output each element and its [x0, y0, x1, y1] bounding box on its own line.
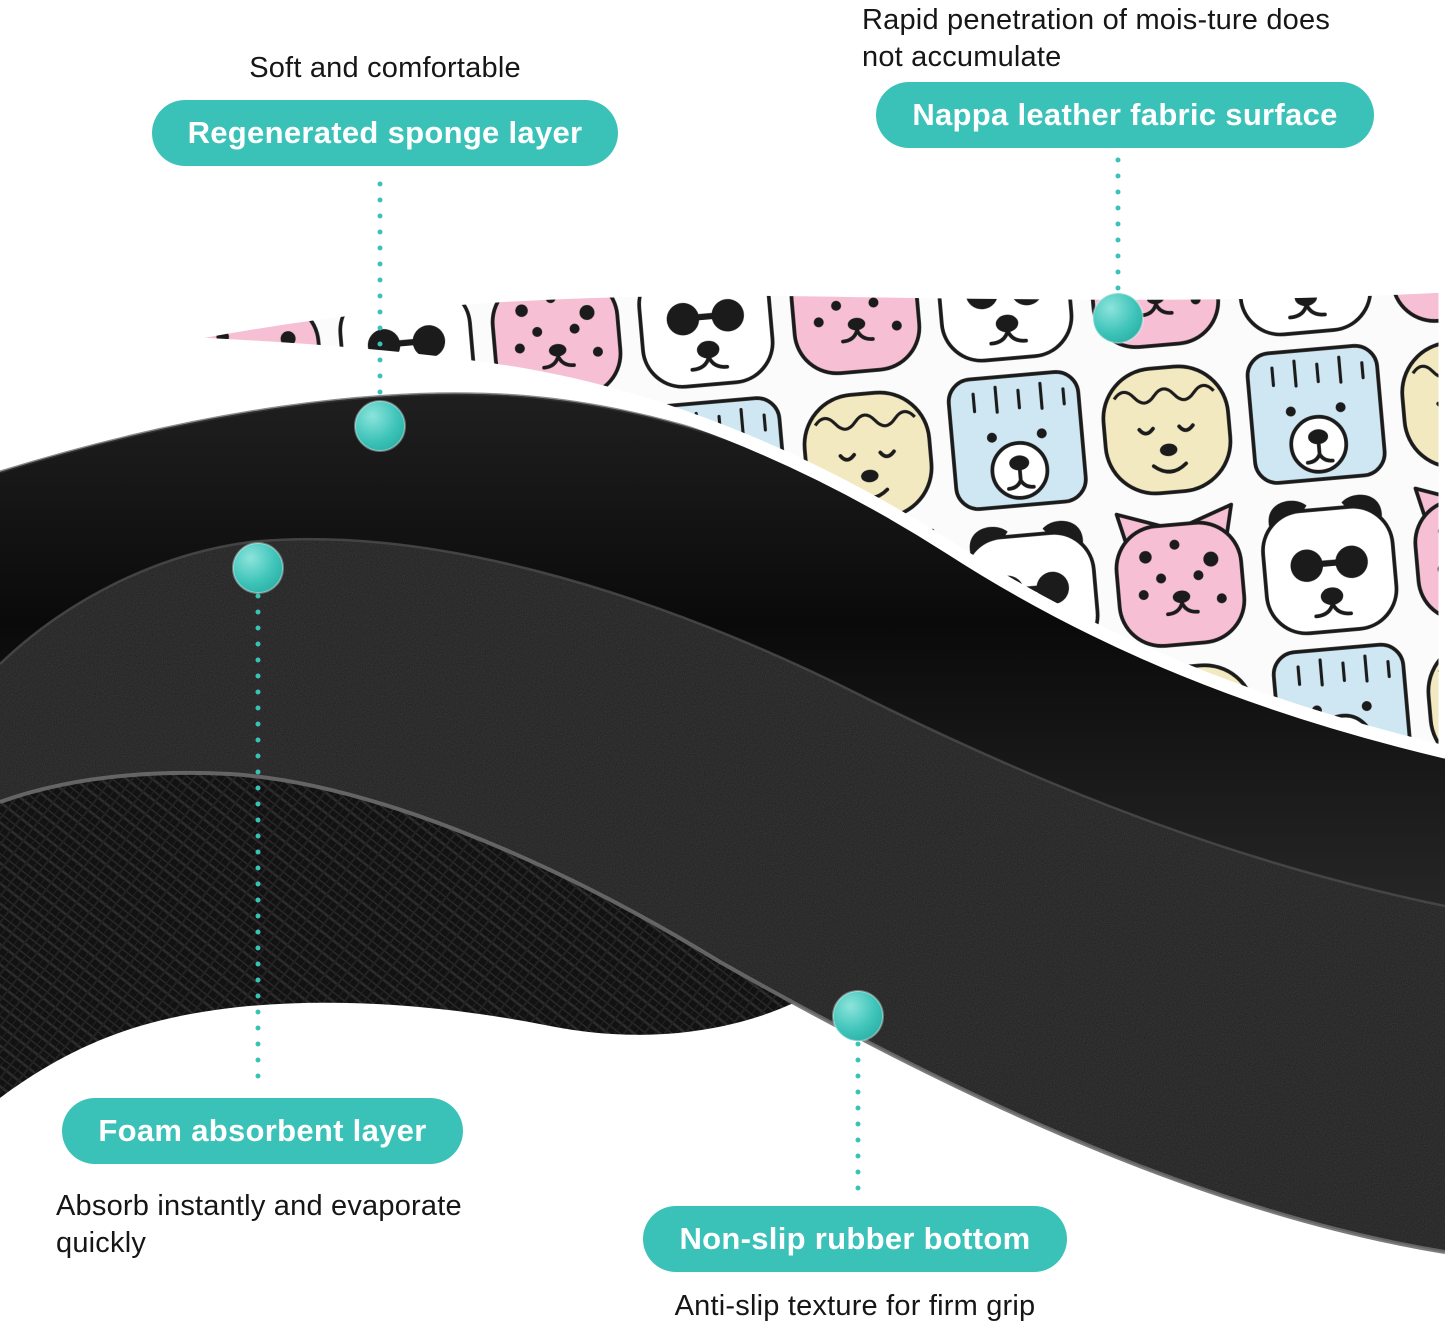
foam-label-pill: Foam absorbent layer	[62, 1098, 463, 1164]
mat-sponge-layer	[0, 393, 1445, 907]
foam-caption: Absorb instantly and evaporate quickly	[56, 1188, 556, 1262]
foam-caption-line1: Absorb instantly and evaporate	[56, 1190, 462, 1222]
sponge-caption: Soft and comfortable	[249, 52, 521, 84]
foam-caption-line2: quickly	[56, 1227, 147, 1260]
marker-dot-sponge	[354, 400, 406, 452]
seam-foam-rubber	[0, 770, 1445, 1254]
surface-caption-line2: not accumulate	[862, 41, 1062, 74]
marker-dot-foam	[232, 542, 284, 594]
rubber-label-pill: Non-slip rubber bottom	[643, 1206, 1067, 1272]
mat-printed-surface-layer	[143, 279, 1445, 759]
seam-sponge-foam	[0, 537, 1445, 908]
sponge-label-pill: Regenerated sponge layer	[151, 100, 619, 166]
surface-caption: Rapid penetration of mois-ture does not …	[862, 2, 1437, 76]
rubber-pill-wrap: Non-slip rubber bottom	[610, 1206, 1100, 1272]
marker-dot-surface	[1092, 292, 1144, 344]
surface-caption-line1: Rapid penetration of mois-ture does	[862, 4, 1331, 36]
marker-dot-rubber	[832, 990, 884, 1042]
mat-foam-layer-texture	[0, 393, 1445, 1253]
foam-pill-wrap: Foam absorbent layer	[30, 1098, 495, 1164]
sponge-pill-wrap: Regenerated sponge layer	[100, 100, 670, 166]
surface-pill-wrap: Nappa leather fabric surface	[845, 82, 1405, 148]
rubber-caption: Anti-slip texture for firm grip	[674, 1290, 1036, 1322]
mat-rubber-bottom-layer	[0, 700, 800, 1098]
surface-label-pill: Nappa leather fabric surface	[876, 82, 1374, 148]
